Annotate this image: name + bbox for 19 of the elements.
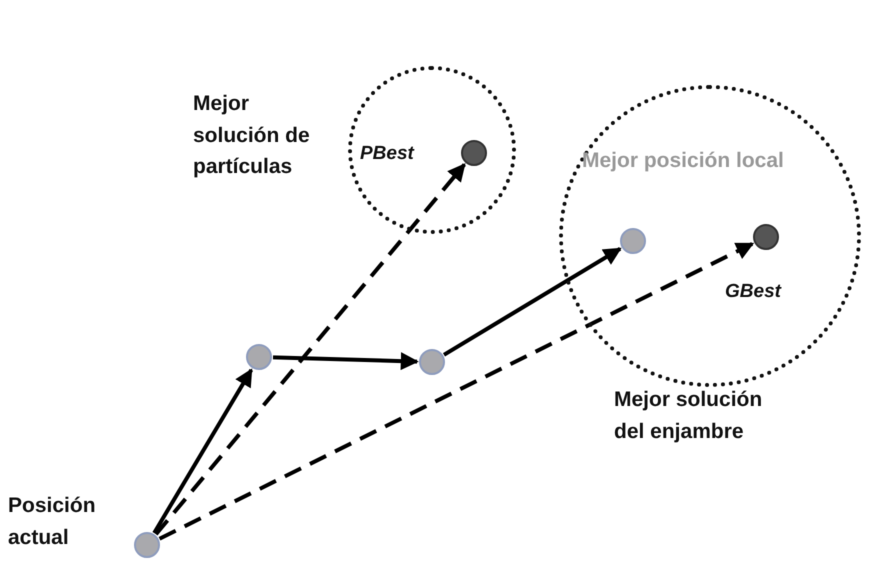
dotted-region-circle — [348, 66, 516, 234]
best-position-dot — [753, 224, 779, 250]
dotted-region-circle — [559, 85, 861, 387]
particle-position-dot — [419, 349, 445, 375]
particle-position-dot — [246, 344, 272, 370]
point-label: Mejor posición local — [582, 148, 785, 174]
arrow — [158, 242, 754, 541]
arrow — [272, 352, 419, 370]
arrow — [442, 247, 622, 356]
arrow — [154, 163, 466, 536]
point-label: PBest — [360, 142, 416, 166]
particle-position-dot — [134, 532, 160, 558]
particle-position-dot — [620, 228, 646, 254]
annotation-label: Mejor solución del enjambre — [614, 387, 764, 444]
best-position-dot — [461, 140, 487, 166]
arrow — [152, 368, 254, 534]
point-label: GBest — [725, 280, 782, 304]
annotation-label: Mejor solución de partículas — [193, 91, 311, 180]
point-label: Posición actual — [8, 493, 97, 550]
